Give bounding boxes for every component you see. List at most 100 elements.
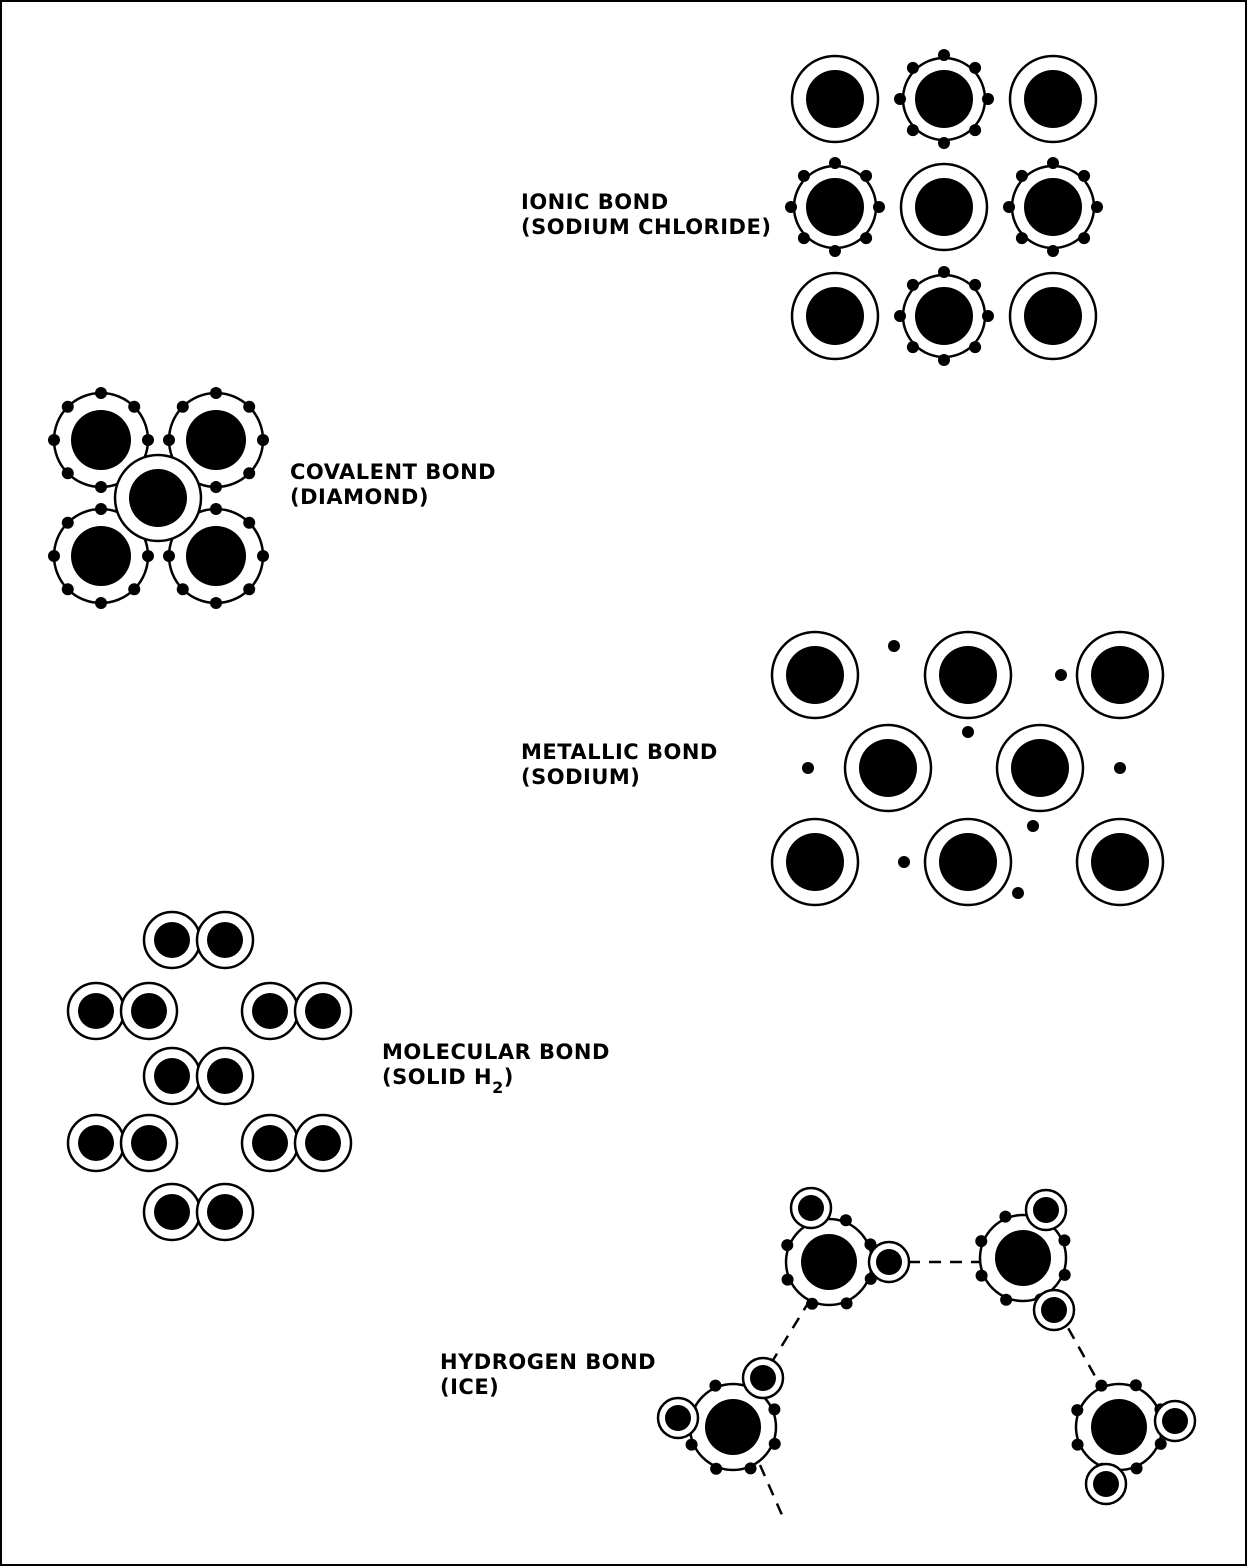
- electron: [1016, 170, 1028, 182]
- atom-nucleus: [131, 1125, 167, 1161]
- oxygen-atom: [1076, 1384, 1162, 1470]
- electron: [1078, 170, 1090, 182]
- atom-nucleus: [1091, 833, 1149, 891]
- atom-nucleus: [154, 922, 190, 958]
- covalent-bond-label: COVALENT BOND: [290, 460, 496, 484]
- sodium-ion: [792, 56, 878, 142]
- atom-nucleus: [859, 739, 917, 797]
- free-electron: [898, 856, 910, 868]
- sodium-ion: [1010, 273, 1096, 359]
- electron: [976, 1270, 988, 1282]
- electron: [1071, 1404, 1083, 1416]
- electron: [806, 1298, 818, 1310]
- electron: [128, 401, 140, 413]
- hydrogen-atom: [242, 1115, 298, 1171]
- electron: [257, 550, 269, 562]
- sodium-atom: [925, 819, 1011, 905]
- electron: [62, 467, 74, 479]
- carbon-atom-center: [115, 455, 201, 541]
- electron: [163, 550, 175, 562]
- atom-nucleus: [1024, 287, 1082, 345]
- atom-nucleus: [129, 469, 187, 527]
- sodium-atom: [772, 819, 858, 905]
- free-electron: [962, 726, 974, 738]
- atom-nucleus: [154, 1194, 190, 1230]
- atom-nucleus: [801, 1234, 857, 1290]
- electron: [1078, 232, 1090, 244]
- electron: [1047, 245, 1059, 257]
- electron: [1003, 201, 1015, 213]
- electron: [938, 354, 950, 366]
- atom-nucleus: [305, 1125, 341, 1161]
- electron: [860, 232, 872, 244]
- electron: [840, 1214, 852, 1226]
- hydrogen-nucleus: [1033, 1197, 1059, 1223]
- hydrogen-atom: [295, 1115, 351, 1171]
- atom-nucleus: [1091, 1399, 1147, 1455]
- covalent-bond-sublabel: (DIAMOND): [290, 485, 429, 509]
- hydrogen-atom: [144, 912, 200, 968]
- electron: [907, 124, 919, 136]
- metallic-bond-label: METALLIC BOND: [521, 740, 718, 764]
- hydrogen-nucleus: [665, 1405, 691, 1431]
- free-electron: [1027, 820, 1039, 832]
- molecular-bond-label: MOLECULAR BOND: [382, 1040, 610, 1064]
- sodium-atom: [1077, 819, 1163, 905]
- electron: [907, 62, 919, 74]
- electron: [62, 583, 74, 595]
- atom-nucleus: [1091, 646, 1149, 704]
- electron: [982, 310, 994, 322]
- atom-nucleus: [939, 646, 997, 704]
- electron: [177, 401, 189, 413]
- electron: [894, 93, 906, 105]
- atom-nucleus: [252, 1125, 288, 1161]
- electron: [1091, 201, 1103, 213]
- electron: [1000, 1294, 1012, 1306]
- electron: [938, 49, 950, 61]
- hydrogen-bond-label: HYDROGEN BOND: [440, 1350, 656, 1374]
- sodium-atom: [925, 632, 1011, 718]
- electron: [969, 62, 981, 74]
- atom-nucleus: [705, 1399, 761, 1455]
- hydrogen-atom: [197, 1048, 253, 1104]
- atom-nucleus: [207, 1194, 243, 1230]
- electron: [969, 124, 981, 136]
- hydrogen-bond-sublabel: (ICE): [440, 1375, 499, 1399]
- hydrogen-nucleus: [1162, 1408, 1188, 1434]
- electron: [686, 1439, 698, 1451]
- hydrogen-nucleus: [1093, 1471, 1119, 1497]
- electron: [142, 434, 154, 446]
- atom-nucleus: [78, 1125, 114, 1161]
- hydrogen-atom: [121, 1115, 177, 1171]
- free-electron: [888, 640, 900, 652]
- atom-nucleus: [186, 410, 246, 470]
- molecular-sublabel-end: ): [504, 1065, 514, 1089]
- atom-nucleus: [71, 410, 131, 470]
- electron: [745, 1462, 757, 1474]
- electron: [975, 1235, 987, 1247]
- electron: [969, 279, 981, 291]
- oxygen-atom: [786, 1219, 872, 1305]
- electron: [841, 1297, 853, 1309]
- ionic-bond-sublabel: (SODIUM CHLORIDE): [521, 215, 771, 239]
- ionic-bond-label: IONIC BOND: [521, 190, 669, 214]
- electron: [142, 550, 154, 562]
- atom-nucleus: [915, 178, 973, 236]
- free-electron: [1055, 669, 1067, 681]
- sodium-ion: [1010, 56, 1096, 142]
- electron: [1058, 1234, 1070, 1246]
- atom-nucleus: [1011, 739, 1069, 797]
- atom-nucleus: [915, 287, 973, 345]
- electron: [1131, 1462, 1143, 1474]
- atom-nucleus: [154, 1058, 190, 1094]
- electron: [829, 245, 841, 257]
- electron: [1059, 1269, 1071, 1281]
- electron: [62, 517, 74, 529]
- electron: [95, 387, 107, 399]
- electron: [62, 401, 74, 413]
- sodium-atom: [997, 725, 1083, 811]
- hydrogen-nucleus: [750, 1365, 776, 1391]
- electron: [768, 1403, 780, 1415]
- electron: [210, 387, 222, 399]
